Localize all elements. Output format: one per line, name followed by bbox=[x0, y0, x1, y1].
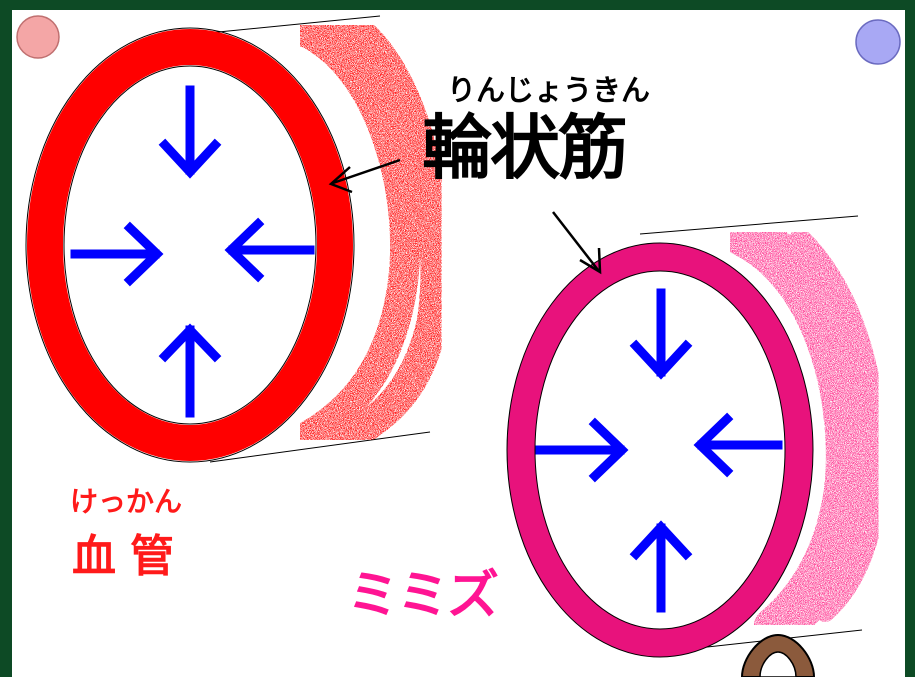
main-term-reading: りんじょうきん bbox=[447, 73, 651, 107]
worm-ring bbox=[507, 243, 813, 657]
vessel-ring bbox=[27, 29, 353, 461]
worm-ring-outline bbox=[506, 242, 814, 658]
arrow-left-icon bbox=[224, 217, 315, 283]
board: りんじょうきん 輪状筋 けっかん 血管 ミミズ bbox=[12, 10, 905, 677]
vessel-label: 血管 bbox=[72, 531, 188, 582]
arrow-left-icon bbox=[693, 412, 783, 478]
worm-tube bbox=[506, 215, 889, 658]
vessel-muscle-texture bbox=[285, 12, 452, 455]
main-term-label: 輪状筋 bbox=[422, 107, 628, 189]
vessel-tube-bottom-edge bbox=[209, 431, 431, 463]
arrow-right-icon bbox=[70, 221, 164, 287]
vessel-lumen-outline bbox=[63, 65, 317, 425]
vessel-reading: けっかん bbox=[70, 485, 183, 518]
arrow-right-icon bbox=[535, 417, 629, 483]
vessel-ring-outline bbox=[25, 27, 355, 463]
arrow-up-icon bbox=[629, 520, 693, 613]
arrow-down-icon bbox=[629, 288, 693, 380]
arrow-down-icon bbox=[158, 85, 222, 179]
vessel-tube bbox=[25, 12, 452, 463]
earthworm-icon bbox=[740, 633, 816, 677]
worm-arrows bbox=[535, 288, 783, 613]
worm-lumen-outline bbox=[534, 270, 786, 630]
diagram-canvas bbox=[16, 12, 901, 677]
arrow-up-icon bbox=[158, 323, 222, 418]
pin-right-icon bbox=[855, 19, 901, 65]
worm-label: ミミズ bbox=[347, 566, 499, 626]
pointer-to-vessel bbox=[328, 158, 401, 194]
worm-tube-top-edge bbox=[639, 215, 859, 235]
worm-muscle-texture bbox=[714, 219, 889, 641]
pin-left-icon bbox=[16, 15, 60, 59]
pointer-to-worm bbox=[552, 211, 602, 275]
vessel-arrows bbox=[70, 85, 315, 418]
